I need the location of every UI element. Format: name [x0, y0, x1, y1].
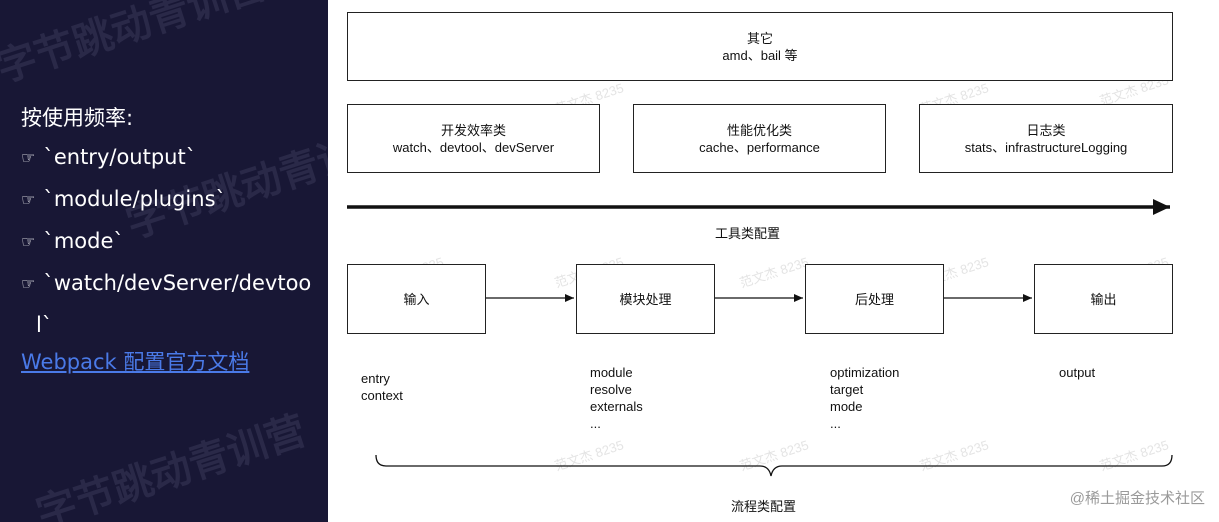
flow-box-input: 输入 — [347, 264, 486, 334]
credit-watermark: @稀土掘金技术社区 — [1069, 490, 1205, 507]
list-item-text: `mode` — [43, 229, 124, 253]
box-subtitle: watch、devtool、devServer — [392, 139, 555, 155]
flow-box-post: 后处理 — [805, 264, 944, 334]
left-panel: 字节跳动青训营 字节跳动青训营 字节跳动青训营 按使用频率: ☞ `entry/o… — [0, 0, 328, 522]
list-item: ☞ `watch/devServer/devtoo — [21, 271, 311, 295]
connectors — [347, 199, 1173, 477]
box-label: 输出 — [1090, 291, 1117, 307]
list-item: ☞ `entry/output` — [21, 145, 196, 169]
tool-config-caption: 工具类配置 — [715, 226, 781, 241]
pointing-hand-icon: ☞ — [21, 274, 36, 293]
webpack-config-diagram: 范文杰 8235 范文杰 8235 范文杰 8235 范文杰 8235 范文杰 … — [328, 0, 1219, 522]
flow-config-caption: 流程类配置 — [731, 499, 797, 514]
box-subtitle: amd、bail 等 — [722, 47, 798, 63]
box-title: 日志类 — [1026, 122, 1066, 138]
list-item-text: `entry/output` — [43, 145, 197, 169]
box-title: 性能优化类 — [726, 122, 792, 138]
box-label: 模块处理 — [619, 291, 672, 307]
logging-box: 日志类 stats、infrastructureLogging — [919, 104, 1173, 173]
watermark: 字节跳动青训营 — [30, 407, 312, 522]
watermark: 字节跳动青训营 — [120, 117, 328, 248]
webpack-docs-link[interactable]: Webpack 配置官方文档 — [21, 350, 250, 374]
dev-efficiency-box: 开发效率类 watch、devtool、devServer — [347, 104, 600, 173]
box-subtitle: stats、infrastructureLogging — [964, 139, 1128, 155]
box-subtitle: cache、performance — [699, 139, 820, 155]
list-item: ☞ `module/plugins` — [21, 187, 226, 211]
flow-detail-output: output — [1059, 365, 1096, 380]
list-item-wrap: l` — [36, 313, 53, 337]
box-title: 开发效率类 — [440, 122, 506, 138]
flow-detail-module: module resolve externals ... — [590, 365, 643, 431]
flow-box-output: 输出 — [1034, 264, 1173, 334]
performance-box: 性能优化类 cache、performance — [633, 104, 886, 173]
list-item-text: `module/plugins` — [43, 187, 227, 211]
pointing-hand-icon: ☞ — [21, 148, 36, 167]
box-title: 其它 — [746, 30, 773, 46]
flow-brace — [375, 454, 1173, 477]
pointing-hand-icon: ☞ — [21, 190, 36, 209]
usage-heading: 按使用频率: — [21, 106, 134, 130]
list-item-text: `watch/devServer/devtoo — [43, 271, 312, 295]
box-label: 后处理 — [854, 291, 894, 307]
pointing-hand-icon: ☞ — [21, 232, 36, 251]
flow-detail-input: entry context — [361, 371, 403, 403]
list-item: ☞ `mode` — [21, 229, 124, 253]
flow-box-module: 模块处理 — [576, 264, 715, 334]
watermark: 字节跳动青训营 — [0, 0, 272, 92]
box-label: 输入 — [403, 291, 430, 307]
other-config-box: 其它 amd、bail 等 — [347, 12, 1173, 81]
flow-detail-post: optimization target mode ... — [830, 365, 900, 431]
